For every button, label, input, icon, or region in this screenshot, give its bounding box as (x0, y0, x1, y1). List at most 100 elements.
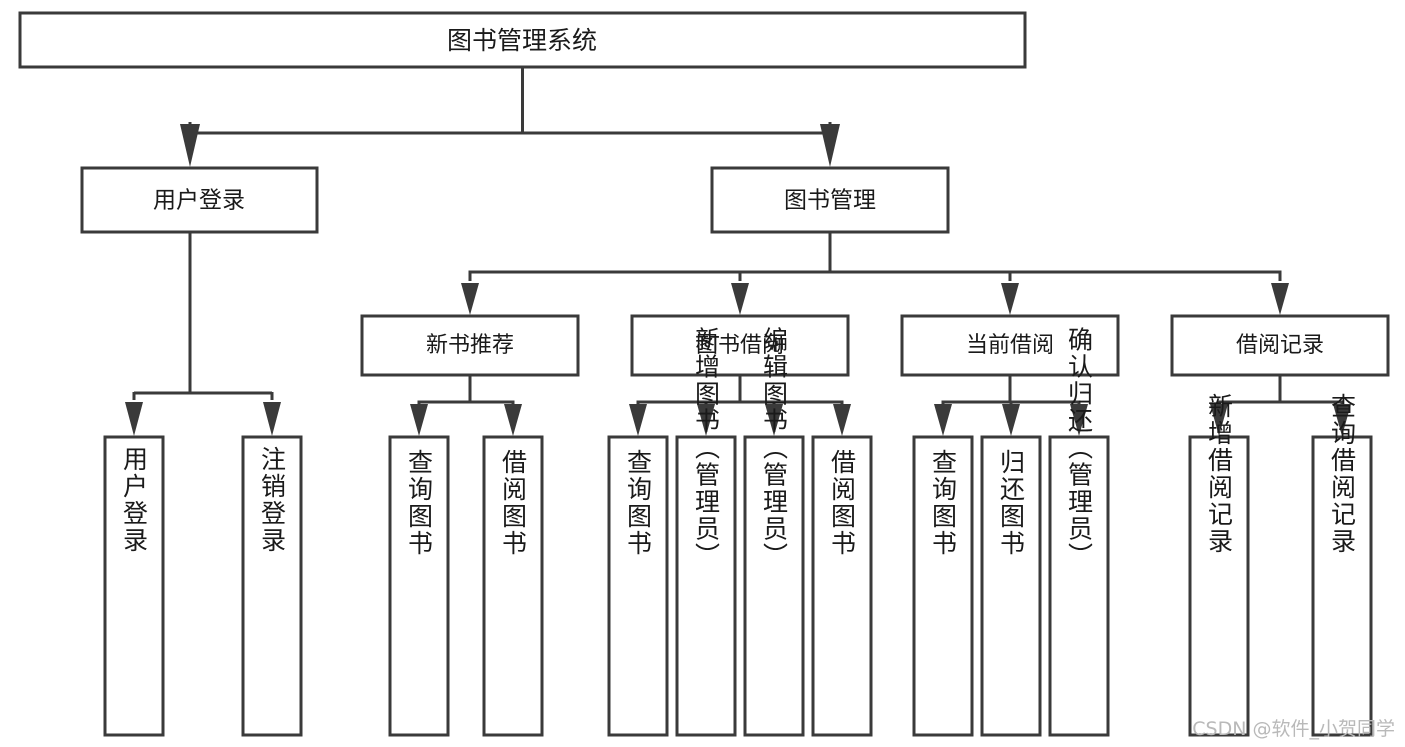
arrowhead-bb-leaf3 (765, 404, 783, 436)
node-root-label: 图书管理系统 (447, 26, 597, 55)
leaf-query-borrow-record-box[interactable] (1311, 435, 1373, 737)
leaf-confirm-return-admin-box[interactable] (1048, 435, 1110, 737)
connector-group-book-borrow (629, 375, 851, 436)
node-borrow-record-label: 借阅记录 (1236, 333, 1324, 358)
leaf-add-book-admin-label: 新增图书（管理员） (692, 327, 721, 570)
node-book-borrow-box[interactable] (630, 314, 850, 377)
arrowhead-ul-leaf1 (125, 402, 143, 436)
node-user-login[interactable]: 用户登录 (80, 166, 319, 234)
leaf-edit-book-admin-box[interactable] (743, 435, 805, 737)
leaf-query-book-nbr-label: 查询图书 (405, 449, 434, 557)
arrowhead-borrow-record (1271, 283, 1289, 315)
leaf-confirm-return-admin-label: 确认归还（管理员） (1065, 327, 1094, 570)
arrowhead-bb-leaf1 (629, 404, 647, 436)
arrowhead-bb-leaf2 (697, 404, 715, 436)
leaf-query-book-bb-label: 查询图书 (624, 449, 653, 557)
connector-br-bus-left (1217, 375, 1282, 404)
leaf-query-book-nbr[interactable]: 查询图书 (388, 435, 450, 737)
node-book-management-box[interactable] (710, 166, 950, 234)
node-root-box[interactable] (18, 11, 1027, 69)
node-book-borrow[interactable]: 图书借阅 (630, 314, 850, 377)
node-current-borrow[interactable]: 当前借阅 (900, 314, 1120, 377)
node-current-borrow-box[interactable] (900, 314, 1120, 377)
leaf-borrow-book-nbr-box[interactable] (482, 435, 544, 737)
arrowhead-new-book-rec (461, 283, 479, 315)
node-new-book-recommend-label: 新书推荐 (426, 333, 514, 358)
node-borrow-record-box[interactable] (1170, 314, 1390, 377)
node-book-management-label: 图书管理 (784, 188, 876, 214)
node-root-system[interactable]: 图书管理系统 (18, 11, 1027, 69)
node-user-login-label: 用户登录 (153, 188, 245, 214)
connector-group-root (180, 67, 840, 167)
leaf-user-login[interactable]: 用户登录 (103, 435, 165, 737)
arrowhead-br-leaf1 (1210, 404, 1228, 436)
leaf-borrow-book-nbr[interactable]: 借阅图书 (482, 435, 544, 737)
leaf-return-book-label: 归还图书 (997, 449, 1026, 557)
connector-nbr-bus-right (470, 400, 515, 404)
connector-cb-bus-right (1010, 400, 1081, 404)
arrowhead-nbr-leaf1 (410, 404, 428, 436)
connector-br-bus-right (1280, 400, 1344, 404)
connector-ul-bus-right (190, 391, 274, 395)
leaf-add-borrow-record-label: 新增借阅记录 (1205, 393, 1234, 555)
arrowhead-book-mgmt (820, 124, 840, 167)
leaf-query-borrow-record[interactable]: 查询借阅记录 (1311, 393, 1373, 737)
node-book-borrow-label: 图书借阅 (696, 333, 784, 358)
arrowhead-nbr-leaf2 (504, 404, 522, 436)
leaf-user-login-box[interactable] (103, 435, 165, 737)
leaf-logout[interactable]: 注销登录 (241, 435, 303, 737)
node-new-book-recommend[interactable]: 新书推荐 (360, 314, 580, 377)
leaf-borrow-book-bb[interactable]: 借阅图书 (811, 435, 873, 737)
leaf-add-borrow-record[interactable]: 新增借阅记录 (1188, 393, 1250, 737)
leaf-borrow-book-bb-box[interactable] (811, 435, 873, 737)
leaf-confirm-return-admin[interactable]: 确认归还（管理员） (1048, 327, 1110, 737)
connector-ul-bus (132, 232, 192, 395)
connector-group-new-book-rec (410, 375, 522, 436)
node-book-management[interactable]: 图书管理 (710, 166, 950, 234)
connector-group-user-login (125, 232, 281, 436)
arrowhead-cb-leaf3 (1070, 404, 1088, 436)
leaf-logout-box[interactable] (241, 435, 303, 737)
leaf-borrow-book-bb-label: 借阅图书 (828, 449, 857, 557)
arrowhead-current-borrow (1001, 283, 1019, 315)
node-borrow-record[interactable]: 借阅记录 (1170, 314, 1390, 377)
leaf-query-book-cb-box[interactable] (912, 435, 974, 737)
arrowhead-user-login (180, 124, 200, 167)
node-user-login-box[interactable] (80, 166, 319, 234)
arrowhead-book-borrow (731, 283, 749, 315)
arrowhead-cb-leaf1 (934, 404, 952, 436)
leaf-query-borrow-record-label: 查询借阅记录 (1328, 393, 1357, 555)
leaf-user-login-label: 用户登录 (120, 446, 149, 554)
arrowhead-ul-leaf2 (263, 402, 281, 436)
leaf-query-book-bb[interactable]: 查询图书 (607, 435, 669, 737)
leaf-query-book-bb-box[interactable] (607, 435, 669, 737)
connector-group-book-mgmt (461, 232, 1289, 315)
connector-bm-bus-left (468, 232, 832, 281)
leaf-return-book[interactable]: 归还图书 (980, 435, 1042, 737)
leaf-add-book-admin-box[interactable] (675, 435, 737, 737)
arrowhead-br-leaf2 (1333, 404, 1351, 436)
connector-root-to-user-login (188, 67, 524, 135)
node-current-borrow-label: 当前借阅 (966, 333, 1054, 358)
arrowhead-bb-leaf4 (833, 404, 851, 436)
arrowhead-cb-leaf2 (1002, 404, 1020, 436)
node-new-book-recommend-box[interactable] (360, 314, 580, 377)
leaf-return-book-box[interactable] (980, 435, 1042, 737)
leaf-add-borrow-record-box[interactable] (1188, 435, 1250, 737)
leaf-edit-book-admin[interactable]: 编辑图书（管理员） (743, 327, 805, 737)
connector-bb-bus-right (740, 400, 844, 404)
connector-bb-bus-left (636, 375, 742, 404)
leaf-query-book-nbr-box[interactable] (388, 435, 450, 737)
leaf-query-book-cb-label: 查询图书 (929, 449, 958, 557)
connector-group-current-borrow (934, 375, 1088, 436)
connector-nbr-bus-left (417, 375, 472, 404)
connector-bm-bus-right (830, 270, 1282, 281)
leaf-query-book-cb[interactable]: 查询图书 (912, 435, 974, 737)
connector-root-to-book-mgmt (522, 122, 832, 135)
leaf-edit-book-admin-label: 编辑图书（管理员） (760, 327, 789, 570)
leaf-borrow-book-nbr-label: 借阅图书 (499, 449, 528, 557)
connector-cb-bus-left (941, 375, 1012, 404)
leaf-add-book-admin[interactable]: 新增图书（管理员） (675, 327, 737, 737)
